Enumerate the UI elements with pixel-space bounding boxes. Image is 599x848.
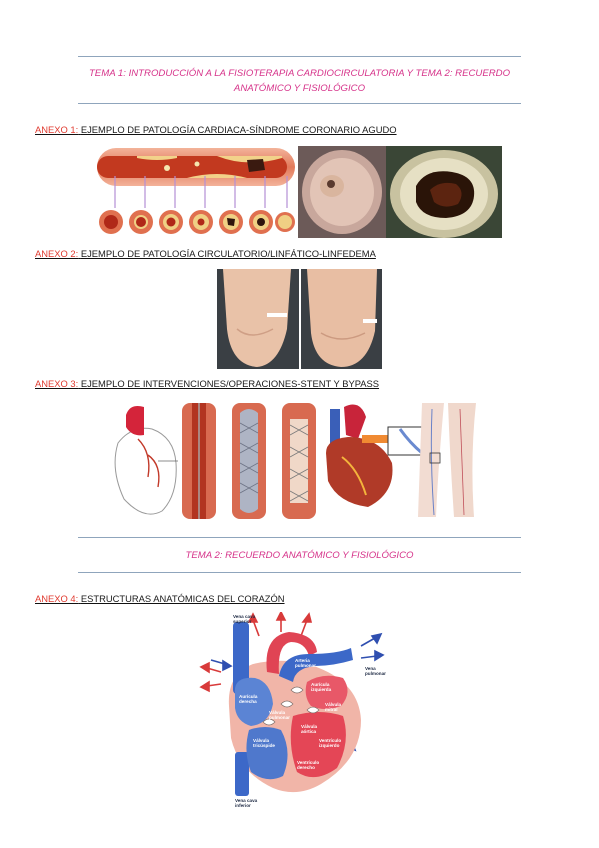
svg-text:pulmonar: pulmonar [269,715,290,720]
document-title: TEMA 1: INTRODUCCIÓN A LA FISIOTERAPIA C… [78,66,521,96]
label-vena-pulm-1: Vena [365,666,376,671]
label-vent-izq-2: izquierdo [319,743,340,748]
label-vent-der-1: Ventrículo [297,760,319,765]
annex-4-caption: ANEXO 4: ESTRUCTURAS ANATÓMICAS DEL CORA… [35,593,285,604]
annex-3-caption: ANEXO 3: EJEMPLO DE INTERVENCIONES/OPERA… [35,378,379,389]
svg-text:Válvula: Válvula [325,702,342,707]
annex-1-label: ANEXO 1: [35,124,79,135]
svg-text:superior: superior [233,619,252,624]
label-vci-2: inferior [235,803,251,808]
annex-3-text: EJEMPLO DE INTERVENCIONES/OPERACIONES-ST… [80,378,380,389]
vessel-section-photo-2 [386,146,502,238]
label-auricula-der-1: Aurícula [239,694,258,699]
svg-text:Aurícula: Aurícula [239,694,258,699]
svg-text:pulmonar: pulmonar [295,663,316,668]
label-vent-der-2: derecho [297,765,315,770]
annex-1-caption: ANEXO 1: EJEMPLO DE PATOLOGÍA CARDIACA-S… [35,124,397,135]
annex-2-caption: ANEXO 2: EJEMPLO DE PATOLOGÍA CIRCULATOR… [35,248,376,259]
annex-2-label: ANEXO 2: [35,248,79,259]
label-valv-mitral-2: mitral [325,707,338,712]
section2-rule-top [78,537,521,538]
header-rule-top [78,56,521,57]
svg-text:izquierdo: izquierdo [319,743,340,748]
annex-4-text: ESTRUCTURAS ANATÓMICAS DEL CORAZÓN [80,593,285,604]
annex-3-label: ANEXO 3: [35,378,79,389]
svg-text:tricúspide: tricúspide [253,743,275,748]
svg-text:Válvula: Válvula [269,710,286,715]
svg-text:Ventrículo: Ventrículo [319,738,341,743]
label-auricula-izq-2: izquierda [311,687,332,692]
label-vent-izq-1: Ventrículo [319,738,341,743]
vessel-section-photo-1 [298,146,386,238]
label-valv-aortica-1: Válvula [301,724,318,729]
label-auricula-der-2: derecha [239,699,257,704]
svg-text:Arteria: Arteria [295,658,310,663]
label-vci-1: Vena cava [235,798,258,803]
label-aorta: Aorta [285,648,297,653]
label-vena-pulm-2: pulmonar [365,671,386,676]
svg-text:pulmonar: pulmonar [365,671,386,676]
svg-text:Ventrículo: Ventrículo [297,760,319,765]
svg-text:derecho: derecho [297,765,315,770]
svg-text:Vena: Vena [365,666,376,671]
label-valv-tricuspide-1: Válvula [253,738,270,743]
svg-text:izquierda: izquierda [311,687,332,692]
header-rule-bottom [78,103,521,104]
label-valv-pulm-2: pulmonar [269,715,290,720]
svg-text:inferior: inferior [235,803,251,808]
annex-4-label: ANEXO 4: [35,593,79,604]
svg-text:aórtica: aórtica [301,729,317,734]
label-auricula-izq-1: Aurícula [311,682,330,687]
heart-anatomy-diagram: Vena cava superior Aorta Arteria pulmona… [189,612,411,810]
label-art-pulm-2: pulmonar [295,663,316,668]
svg-text:Vena cava: Vena cava [233,614,256,619]
section2-title: TEMA 2: RECUERDO ANATÓMICO Y FISIOLÓGICO [185,550,414,561]
document-title-line2: ANATÓMICO Y FISIOLÓGICO [233,83,366,94]
annex-1-text: EJEMPLO DE PATOLOGÍA CARDIACA-SÍNDROME C… [80,124,397,135]
stent-bypass-figure [104,399,486,521]
svg-text:Aorta: Aorta [285,648,297,653]
label-valv-pulm-1: Válvula [269,710,286,715]
label-art-pulm-1: Arteria [295,658,310,663]
label-valv-mitral-1: Válvula [325,702,342,707]
svg-text:Vena cava: Vena cava [235,798,258,803]
artery-plaque-figure [97,146,295,238]
label-vcs-1: Vena cava [233,614,256,619]
svg-text:Aurícula: Aurícula [311,682,330,687]
label-vcs-2: superior [233,619,252,624]
lymphedema-arms-photo [217,269,382,369]
svg-text:Válvula: Válvula [301,724,318,729]
svg-text:derecha: derecha [239,699,257,704]
section2-rule-bottom [78,572,521,573]
annex-2-text: EJEMPLO DE PATOLOGÍA CIRCULATORIO/LINFÁT… [80,248,376,259]
svg-text:mitral: mitral [325,707,338,712]
document-title-line1: TEMA 1: INTRODUCCIÓN A LA FISIOTERAPIA C… [88,68,511,79]
label-valv-tricuspide-2: tricúspide [253,743,275,748]
label-valv-aortica-2: aórtica [301,729,317,734]
svg-text:Válvula: Válvula [253,738,270,743]
